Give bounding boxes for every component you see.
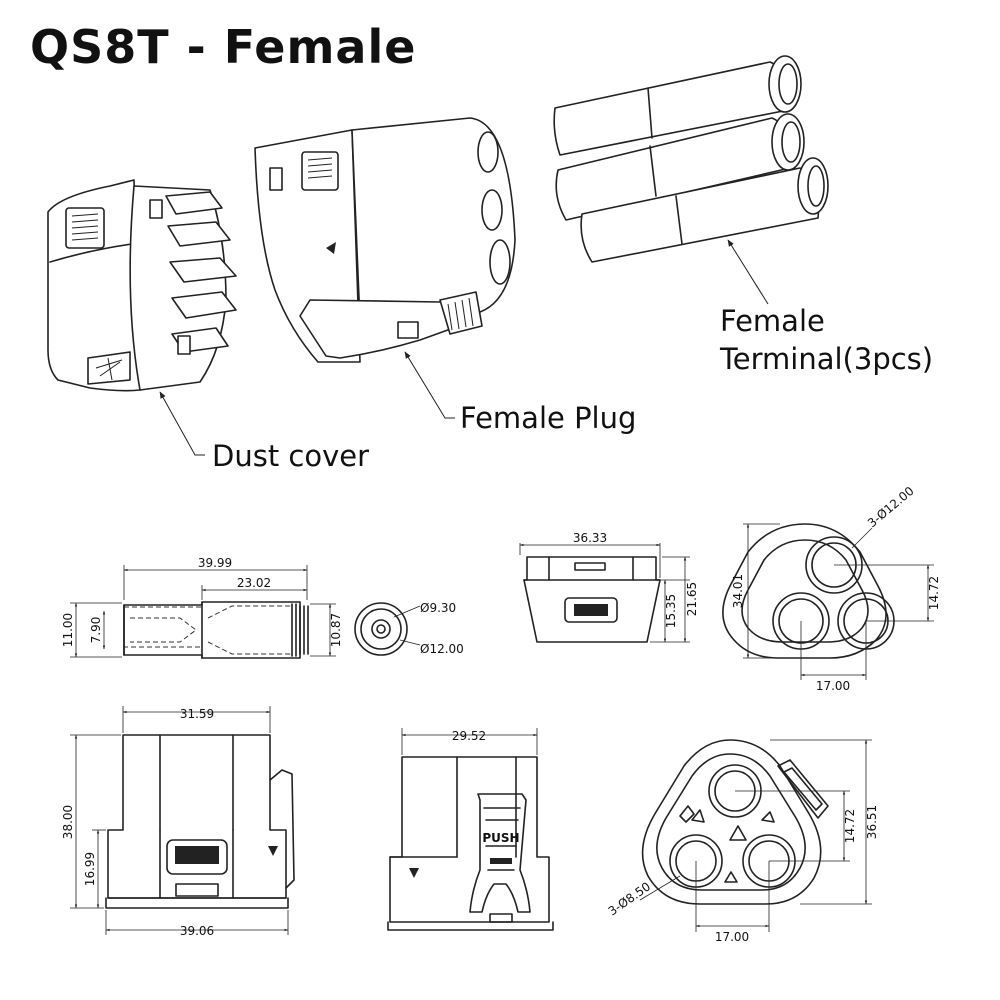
dim-plug-hole-span: 17.00 [715,930,749,944]
dim-cover-face-height: 34.01 [731,574,745,608]
dim-terminal-od-right: 10.87 [329,613,343,647]
push-label: PUSH [482,831,519,845]
dim-plug-base-width: 39.06 [180,924,214,938]
dim-plug-lower-height: 16.99 [83,852,97,886]
dim-plug-face-height: 36.51 [865,805,879,839]
female-plug-label: Female Plug [460,401,637,435]
dust-cover-front-view [519,543,690,643]
dim-cover-hole-span: 17.00 [816,679,850,693]
terminal-side-view [70,565,336,659]
plug-face-view [639,739,872,932]
dim-plug-hole-dia: 3-Ø8.50 [606,879,653,918]
plug-front-view [70,706,295,935]
female-terminal-label-line1: Female [720,304,825,338]
female-terminal-label-line2: Terminal(3pcs) [720,342,934,376]
female-terminal-illustration [553,55,829,263]
plug-side-view: PUSH [387,728,554,931]
dim-cover-hole-pitch: 14.72 [927,576,941,610]
dim-terminal-outer-dia: Ø12.00 [420,642,464,656]
dim-terminal-od-large: 11.00 [61,613,75,647]
dim-terminal-barrel: 23.02 [237,576,271,590]
dim-terminal-od-small: 7.90 [89,617,103,644]
dim-plug-height: 38.00 [61,805,75,839]
terminal-end-view [354,602,421,656]
dim-plug-hole-pitch: 14.72 [843,809,857,843]
page-title: QS8T - Female [30,20,417,74]
female-plug-illustration [254,117,516,363]
dim-cover-hole-dia: 3-Ø12.00 [865,484,917,531]
dim-plug-top-width: 31.59 [180,707,214,721]
dim-cover-height-a: 15.35 [664,594,678,628]
callout-leaders [159,239,769,456]
dim-cover-height-b: 21.65 [685,582,699,616]
dim-terminal-inner-dia: Ø9.30 [420,601,456,615]
dust-cover-label: Dust cover [212,439,370,473]
dim-terminal-length: 39.99 [198,556,232,570]
dust-cover-face-view [722,523,934,680]
dim-plug-side-width: 29.52 [452,729,486,743]
dust-cover-illustration [47,179,237,392]
dim-cover-width: 36.33 [573,531,607,545]
